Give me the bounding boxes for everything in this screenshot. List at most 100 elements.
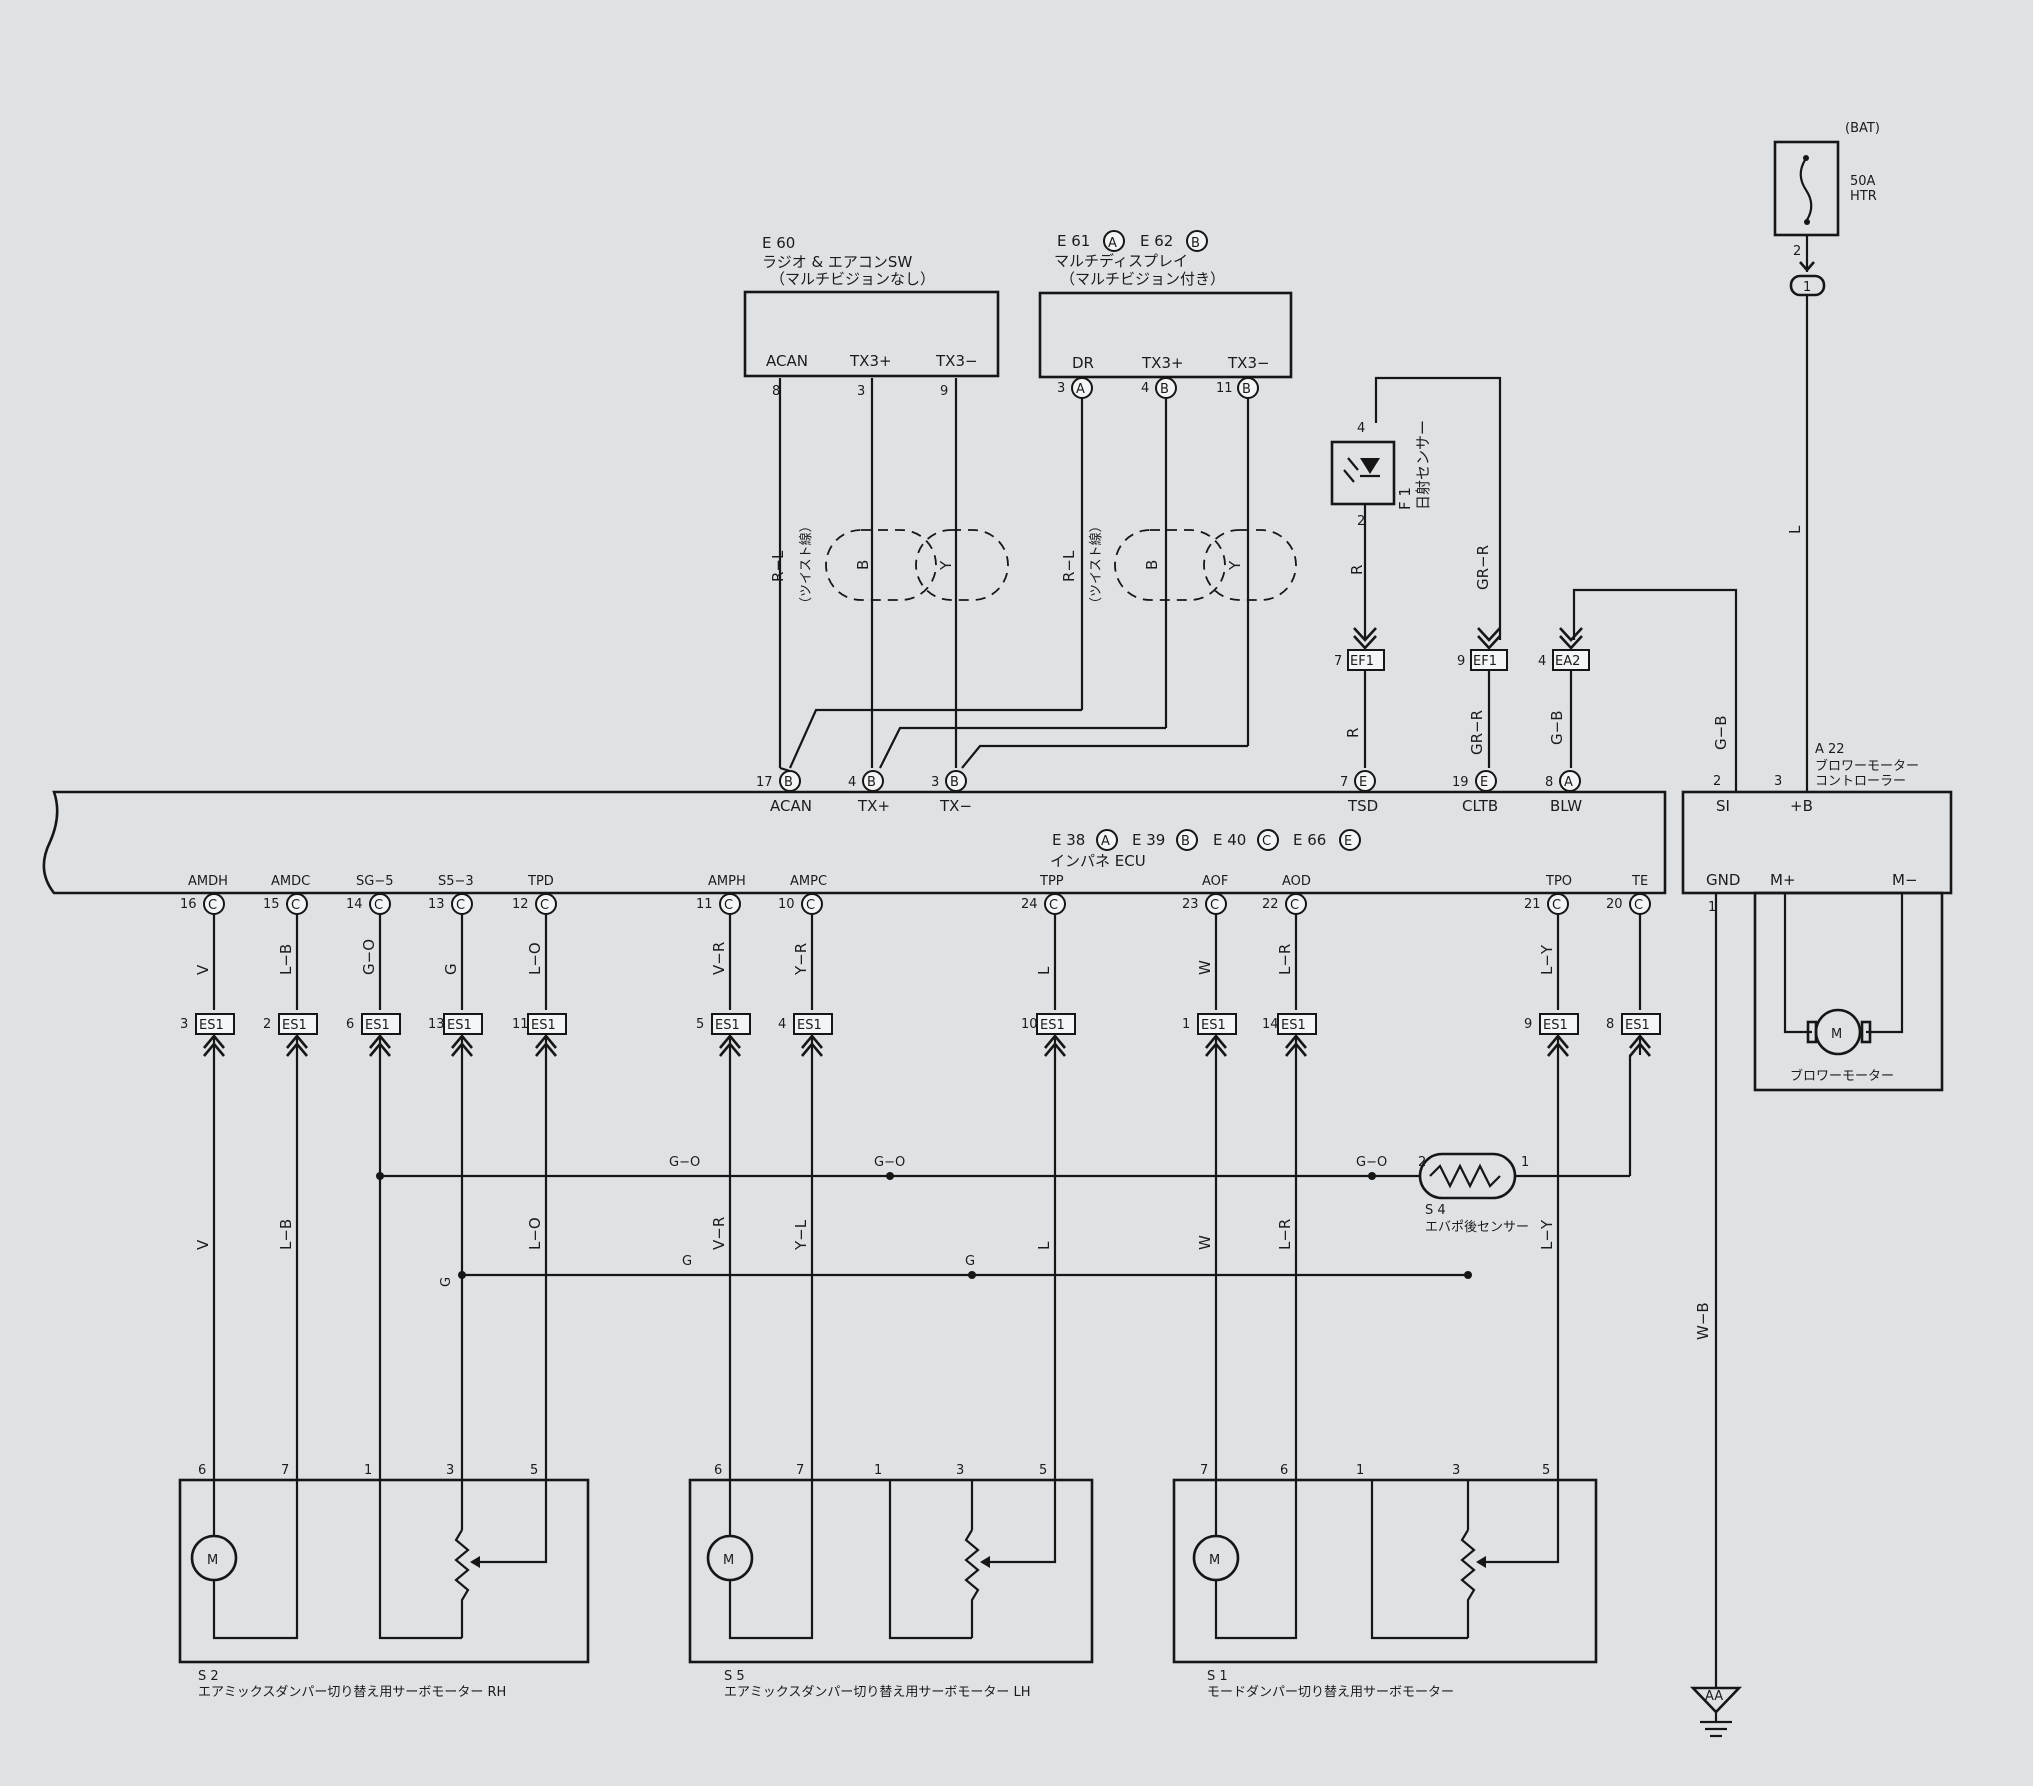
wire-color: L−Y (1538, 1219, 1556, 1250)
ecu-label-blw: BLW (1550, 797, 1582, 815)
es1-pin: 5 (696, 1017, 704, 1032)
a22-name-2: コントローラー (1815, 774, 1906, 789)
es1-connector: ES1 (1040, 1018, 1065, 1033)
servo-s2: S 2 エアミックスダンパー切り替え用サーボモーター RH (178, 1478, 590, 1700)
ecu-bottom-pin: 21 (1524, 897, 1541, 912)
ecu-pin-8: 8 (1545, 775, 1553, 790)
ef1-connector: EF1 (1350, 654, 1374, 669)
twist-note: （ツイスト線） (798, 519, 814, 610)
conn-letter-c: C (456, 898, 465, 913)
ecu-pin-17: 17 (756, 775, 773, 790)
e60-pin-tx3minus: TX3− (935, 352, 978, 370)
evap-pin-2: 2 (1418, 1155, 1426, 1170)
wire-color: G (442, 963, 460, 975)
servo-motor-symbol: M (1209, 1553, 1220, 1568)
conn-letter-c: C (1049, 898, 1058, 913)
conn-letter-b: B (1191, 236, 1200, 251)
wire-color-y: Y (937, 560, 955, 571)
s2-name: エアミックスダンパー切り替え用サーボモーター RH (198, 1685, 506, 1700)
conn-letter-b: B (1181, 834, 1190, 849)
evap-sensor-name: エバポ後センサー (1425, 1220, 1529, 1235)
a22-pin-1: 1 (1708, 900, 1716, 915)
es1-pin: 8 (1606, 1017, 1614, 1032)
communication-wiring: R−L （ツイスト線） B Y R−L （ツイスト線） B Y (769, 378, 1297, 769)
wire-color: L−R (1276, 944, 1294, 975)
conn-letter-c: C (208, 898, 217, 913)
es1-connector: ES1 (715, 1018, 740, 1033)
servo-pin: 1 (874, 1463, 882, 1478)
conn-letter-c: C (1634, 898, 1643, 913)
servo-pin: 3 (446, 1463, 454, 1478)
s5-name: エアミックスダンパー切り替え用サーボモーター LH (724, 1685, 1031, 1700)
conn-letter-c: C (1552, 898, 1561, 913)
conn-letter-e: E (1480, 775, 1488, 790)
servo-s1: S 1 モードダンパー切り替え用サーボモーター (1172, 1478, 1598, 1700)
e61-multi-display: E 61 A E 62 B マルチディスプレイ （マルチビジョン付き） DR T… (1038, 230, 1293, 399)
e61-pin-tx3minus: TX3− (1227, 354, 1270, 372)
sensor-pin-4: 4 (1357, 421, 1365, 436)
a22-pin-mplus: M+ (1770, 871, 1796, 889)
ecu-label-aod: AOD (1282, 874, 1311, 889)
ecu-name: インパネ ECU (1050, 852, 1146, 870)
conn-letter-c: C (1210, 898, 1219, 913)
fuse-rating: 50A (1850, 174, 1876, 189)
ecu-label-tpd: TPD (527, 874, 554, 889)
conn-letter-c: C (540, 898, 549, 913)
a22-pin-3: 3 (1774, 774, 1782, 789)
wire-color: G−O (360, 939, 378, 975)
ecu-bottom-pin: 11 (696, 897, 713, 912)
sensor-bus-wiring: G−O G−O G−O G G G 2 1 S 4 エバポ後センサー (376, 1055, 1632, 1287)
e60-pin-acan: ACAN (766, 352, 808, 370)
conn-letter-e: E (1344, 834, 1352, 849)
wire-color: W (1196, 1235, 1214, 1250)
a22-pin-si: SI (1716, 797, 1730, 815)
fuse-pin-1: 1 (1803, 280, 1811, 295)
conn-letter-e: E (1359, 775, 1367, 790)
e61-code: E 61 (1057, 232, 1090, 250)
es1-connector: ES1 (1625, 1018, 1650, 1033)
conn-letter-b: B (950, 775, 959, 790)
ecu-pin-19: 19 (1452, 775, 1469, 790)
es1-connector: ES1 (1281, 1018, 1306, 1033)
ef1-pin-7: 7 (1334, 654, 1342, 669)
ecu-bottom-pin: 12 (512, 897, 529, 912)
wire-color-b: B (1143, 560, 1161, 570)
wire-color-g-o: G−O (669, 1155, 700, 1170)
ecu-code-e38: E 38 (1052, 831, 1085, 849)
wire-color-g: G (965, 1254, 975, 1269)
ecu-label-amdc: AMDC (271, 874, 310, 889)
ecu-label-te: TE (1631, 874, 1648, 889)
ecu-label-amdh: AMDH (188, 874, 228, 889)
es1-connector: ES1 (365, 1018, 390, 1033)
e61-pin-dr: DR (1072, 354, 1094, 372)
ecu-label-acan: ACAN (770, 797, 812, 815)
conn-letter-c: C (291, 898, 300, 913)
conn-letter-c: C (1262, 834, 1271, 849)
conn-letter-c: C (724, 898, 733, 913)
servo-pin: 5 (530, 1463, 538, 1478)
wire-color: V (194, 1239, 212, 1250)
conn-letter-c: C (374, 898, 383, 913)
fuse-pin-2: 2 (1793, 244, 1801, 259)
s1-code: S 1 (1207, 1669, 1228, 1684)
servo-motor-symbol: M (723, 1553, 734, 1568)
conn-letter-b: B (784, 775, 793, 790)
es1-connector-row: C16VES13VC15L−BES12L−BC14G−OES16C13GES11… (180, 893, 1661, 1480)
wire-color: V (194, 964, 212, 975)
ea2-pin-4: 4 (1538, 654, 1546, 669)
fuse-source: (BAT) (1845, 121, 1880, 136)
conn-letter-c: C (1290, 898, 1299, 913)
es1-pin: 13 (428, 1017, 445, 1032)
ef1-pin-9: 9 (1457, 654, 1465, 669)
wire-color: V−R (710, 942, 728, 975)
servo-pin: 7 (281, 1463, 289, 1478)
es1-pin: 4 (778, 1017, 786, 1032)
s5-code: S 5 (724, 1669, 745, 1684)
ef-ea-connectors: EF1 7 R EF1 9 GR−R EA2 4 G−B (1334, 588, 1738, 792)
servo-pin: 6 (198, 1463, 206, 1478)
instrument-panel-ecu: 17 B 4 B 3 B 7 E 19 E 8 A ACAN TX+ TX− T… (42, 770, 1667, 895)
ecu-label-amph: AMPH (708, 874, 746, 889)
ground-aa: AA (1705, 1689, 1723, 1704)
